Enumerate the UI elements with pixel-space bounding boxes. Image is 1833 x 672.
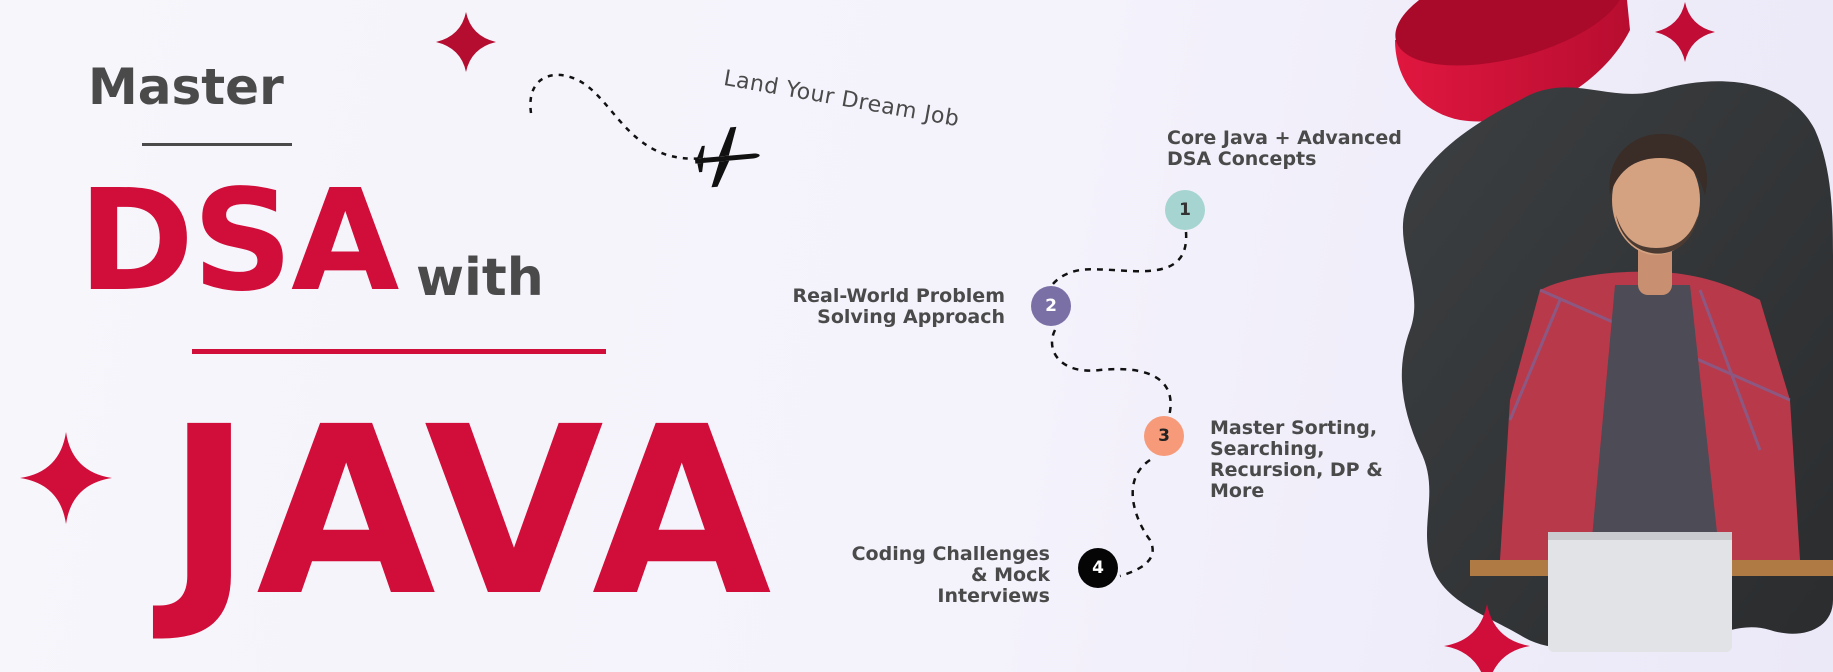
step-4-number: 4 [1092, 558, 1104, 578]
step-2-label: Real-World Problem Solving Approach [792, 285, 1005, 328]
step-4-label: Coding Challenges & Mock Interviews [851, 543, 1050, 607]
sparkle-top-center [436, 12, 496, 72]
step-1-label: Core Java + Advanced DSA Concepts [1167, 127, 1402, 170]
step-3-label: Master Sorting, Searching, Recursion, DP… [1210, 417, 1383, 502]
heading-master: Master [88, 58, 284, 116]
sparkle-left [20, 432, 112, 524]
steps-path [1045, 231, 1188, 578]
heading-dsa: DSA [78, 160, 399, 323]
step-3-number: 3 [1158, 426, 1170, 446]
heading-with: with [416, 248, 544, 308]
sparkle-bottom-right [1444, 604, 1530, 672]
step-4-badge: 4 [1078, 548, 1118, 588]
airplane-icon [694, 126, 760, 188]
step-1-badge: 1 [1165, 190, 1205, 230]
step-2-badge: 2 [1031, 286, 1071, 326]
step-2-number: 2 [1045, 296, 1057, 316]
heading-java: JAVA [166, 377, 776, 647]
teacher-photo [1500, 133, 1800, 652]
sparkle-top-right [1655, 2, 1715, 62]
divider-short [142, 143, 292, 146]
step-3-badge: 3 [1144, 416, 1184, 456]
divider-accent [192, 349, 606, 354]
flight-path [529, 73, 706, 160]
step-1-number: 1 [1179, 200, 1191, 220]
